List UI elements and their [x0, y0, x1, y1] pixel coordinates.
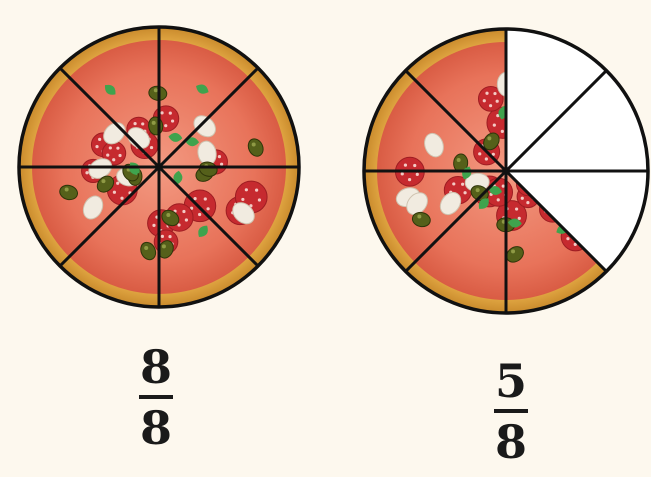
- olive-shine: [152, 121, 156, 125]
- pepperoni-speckle: [496, 100, 499, 103]
- numerator: 8: [116, 342, 196, 392]
- pepperoni-speckle: [207, 207, 210, 210]
- pepperoni-speckle: [113, 191, 116, 194]
- pepperoni-speckle: [193, 197, 196, 200]
- olive-shine: [65, 187, 69, 191]
- pepperoni-speckle: [258, 198, 261, 201]
- pepperoni-speckle: [416, 173, 419, 176]
- pepperoni-speckle: [489, 104, 492, 107]
- pepperoni-speckle: [160, 111, 163, 114]
- olive-shine: [162, 244, 166, 248]
- pepperoni-speckle: [485, 92, 488, 95]
- fraction-bar: [494, 409, 528, 413]
- olive-shine: [487, 136, 491, 140]
- pepperoni-speckle: [241, 198, 244, 201]
- pepperoni-speckle: [413, 164, 416, 167]
- fraction-whole: 8 8: [116, 342, 196, 453]
- pepperoni-speckle: [478, 152, 481, 155]
- pepperoni-speckle: [177, 223, 180, 226]
- pepperoni-speckle: [141, 122, 144, 125]
- olive-shine: [417, 215, 421, 219]
- pepperoni-speckle: [501, 130, 504, 133]
- pepperoni-speckle: [112, 158, 115, 161]
- pepperoni-speckle: [116, 147, 119, 150]
- denominator: 8: [471, 417, 551, 467]
- olive-shine: [101, 179, 105, 183]
- pepperoni-speckle: [526, 201, 529, 204]
- pepperoni-speckle: [106, 153, 109, 156]
- pepperoni-speckle: [408, 178, 411, 181]
- pepperoni-speckle: [198, 213, 201, 216]
- denominator: 8: [116, 403, 196, 453]
- pepperoni-speckle: [566, 237, 569, 240]
- pepperoni-speckle: [461, 183, 464, 186]
- pepperoni-speckle: [133, 122, 136, 125]
- pepperoni-speckle: [404, 164, 407, 167]
- olive-shine: [166, 213, 170, 217]
- pepperoni-speckle: [182, 210, 185, 213]
- pepperoni-speckle: [169, 112, 172, 115]
- pepperoni-speckle: [152, 224, 155, 227]
- pepperoni-speckle: [483, 99, 486, 102]
- pepperoni-speckle: [218, 155, 221, 158]
- olive-shine: [476, 188, 480, 192]
- pepperoni-speckle: [85, 171, 88, 174]
- pepperoni-speckle: [452, 182, 455, 185]
- pepperoni-speckle: [164, 124, 167, 127]
- numerator: 5: [471, 356, 551, 406]
- olive-shine: [144, 246, 148, 250]
- pepperoni-speckle: [168, 235, 171, 238]
- pepperoni-speckle: [521, 197, 524, 200]
- olive-shine: [457, 158, 461, 162]
- pepperoni-speckle: [150, 146, 153, 149]
- pepperoni-speckle: [485, 157, 488, 160]
- pepperoni-speckle: [515, 207, 518, 210]
- pepperoni-speckle: [204, 197, 207, 200]
- pepperoni-speckle: [463, 191, 466, 194]
- olive-shine: [252, 143, 256, 147]
- pepperoni-speckle: [220, 163, 223, 166]
- pepperoni-speckle: [109, 146, 112, 149]
- pepperoni-speckle: [98, 138, 101, 141]
- olive-shine: [511, 249, 515, 253]
- pepperoni-speckle: [118, 154, 121, 157]
- partial-pizza: [364, 29, 648, 313]
- pepperoni-speckle: [493, 92, 496, 95]
- pepperoni-speckle: [161, 235, 164, 238]
- pepperoni-speckle: [245, 188, 248, 191]
- pepperoni-speckle: [497, 198, 500, 201]
- pepperoni-speckle: [493, 124, 496, 127]
- pepperoni-speckle: [120, 197, 123, 200]
- fraction-bar: [139, 395, 173, 399]
- pepperoni-speckle: [185, 218, 188, 221]
- pepperoni-speckle: [95, 145, 98, 148]
- fraction-partial: 5 8: [471, 356, 551, 467]
- pepperoni-speckle: [401, 172, 404, 175]
- pepperoni-speckle: [171, 119, 174, 122]
- pepperoni-speckle: [255, 189, 258, 192]
- pepperoni-speckle: [502, 185, 505, 188]
- olive-shine: [154, 88, 158, 92]
- whole-pizza: [19, 27, 299, 307]
- pepperoni-speckle: [518, 217, 521, 220]
